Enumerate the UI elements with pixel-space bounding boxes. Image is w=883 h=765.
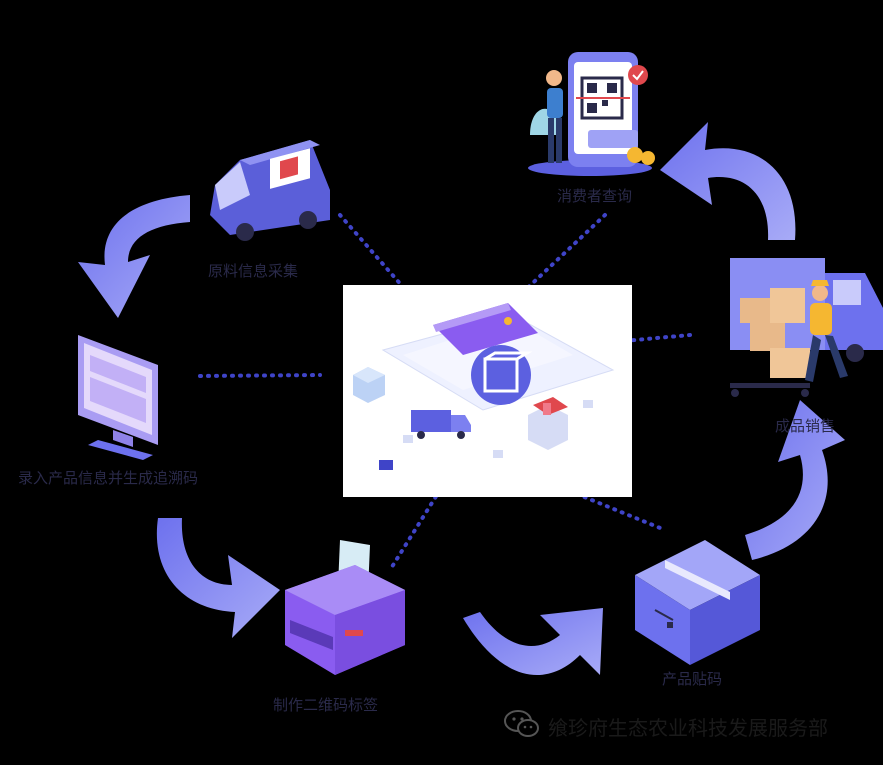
label-barcode: 产品贴码 bbox=[662, 670, 723, 688]
box-illustration bbox=[635, 540, 760, 665]
connector-sales bbox=[578, 333, 692, 347]
cycle-arrows bbox=[78, 122, 845, 676]
arrow-raw-to-entry bbox=[78, 195, 190, 318]
arrow-sales-to-consumer bbox=[660, 122, 796, 240]
arrow-barcode-to-sales bbox=[745, 400, 845, 560]
label-sales: 成品销售 bbox=[775, 417, 836, 435]
printer-illustration bbox=[285, 540, 405, 675]
label-label-print: 制作二维码标签 bbox=[273, 696, 379, 714]
truck-illustration bbox=[730, 258, 883, 397]
wechat-icon bbox=[504, 709, 540, 743]
connector-label-print bbox=[388, 488, 442, 572]
monitor-illustration bbox=[78, 335, 158, 460]
label-entry: 录入产品信息并生成追溯码 bbox=[18, 469, 199, 487]
connector-entry bbox=[198, 373, 322, 378]
van-illustration bbox=[210, 140, 330, 241]
footer-account-name: 飨珍府生态农业科技发展服务部 bbox=[548, 715, 828, 740]
connector-consumer bbox=[518, 213, 607, 297]
connector-raw-material bbox=[338, 213, 412, 297]
arrow-print-to-barcode bbox=[463, 608, 603, 676]
footer-watermark: 飨珍府生态农业科技发展服务部 bbox=[504, 708, 828, 744]
label-consumer-query: 消费者查询 bbox=[557, 187, 633, 205]
phone-qr-illustration bbox=[528, 52, 655, 176]
arrow-entry-to-print bbox=[156, 518, 280, 638]
connector-lines bbox=[198, 213, 692, 572]
label-raw-material: 原料信息采集 bbox=[208, 262, 299, 280]
center-illustration bbox=[343, 285, 632, 497]
